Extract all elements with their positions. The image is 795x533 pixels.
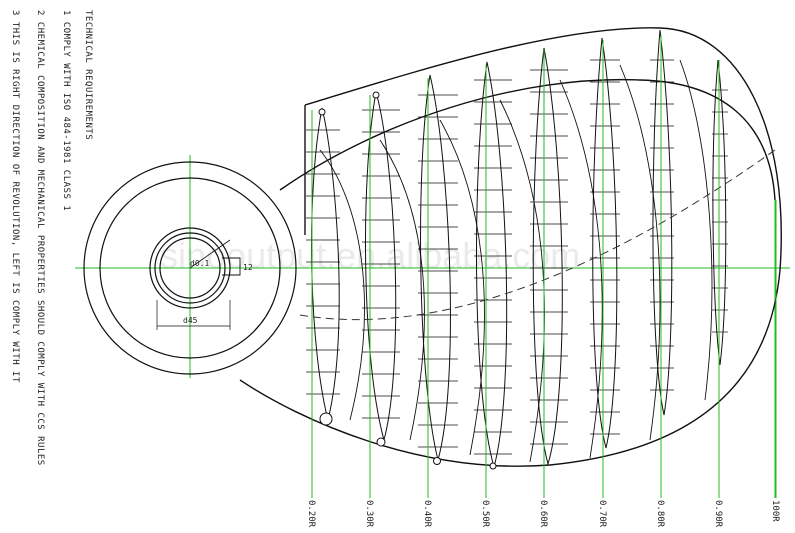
radius-label: 0.70R [597, 500, 607, 528]
centerlines [75, 155, 790, 498]
generator-lines [319, 59, 713, 463]
radius-label: 0.20R [306, 500, 316, 528]
radius-label: 100R [770, 500, 780, 522]
section-070r [592, 37, 618, 449]
radius-stations: 0.20R 0.30R 0.40R 0.50R 0.60R 0.70R 0.80R 0.90R… [306, 35, 780, 528]
hub-section [83, 161, 297, 375]
radius-label: 0.40R [422, 500, 432, 528]
radius-label: 0.30R [364, 500, 374, 528]
hub-inner-dimension: d0.1 [190, 259, 209, 268]
keyway-dimension: 12 [243, 263, 253, 272]
radius-label: 0.90R [713, 500, 723, 528]
section-tip-marks [318, 91, 497, 470]
hub-outer-dimension: d45 [183, 316, 198, 325]
radius-label: 0.80R [655, 500, 665, 528]
section-080r [652, 29, 673, 416]
max-thickness-line [299, 149, 776, 321]
section-060r [532, 47, 563, 466]
radius-label: 0.50R [480, 500, 490, 528]
radius-label: 0.60R [538, 500, 548, 528]
section-090r [712, 59, 727, 366]
